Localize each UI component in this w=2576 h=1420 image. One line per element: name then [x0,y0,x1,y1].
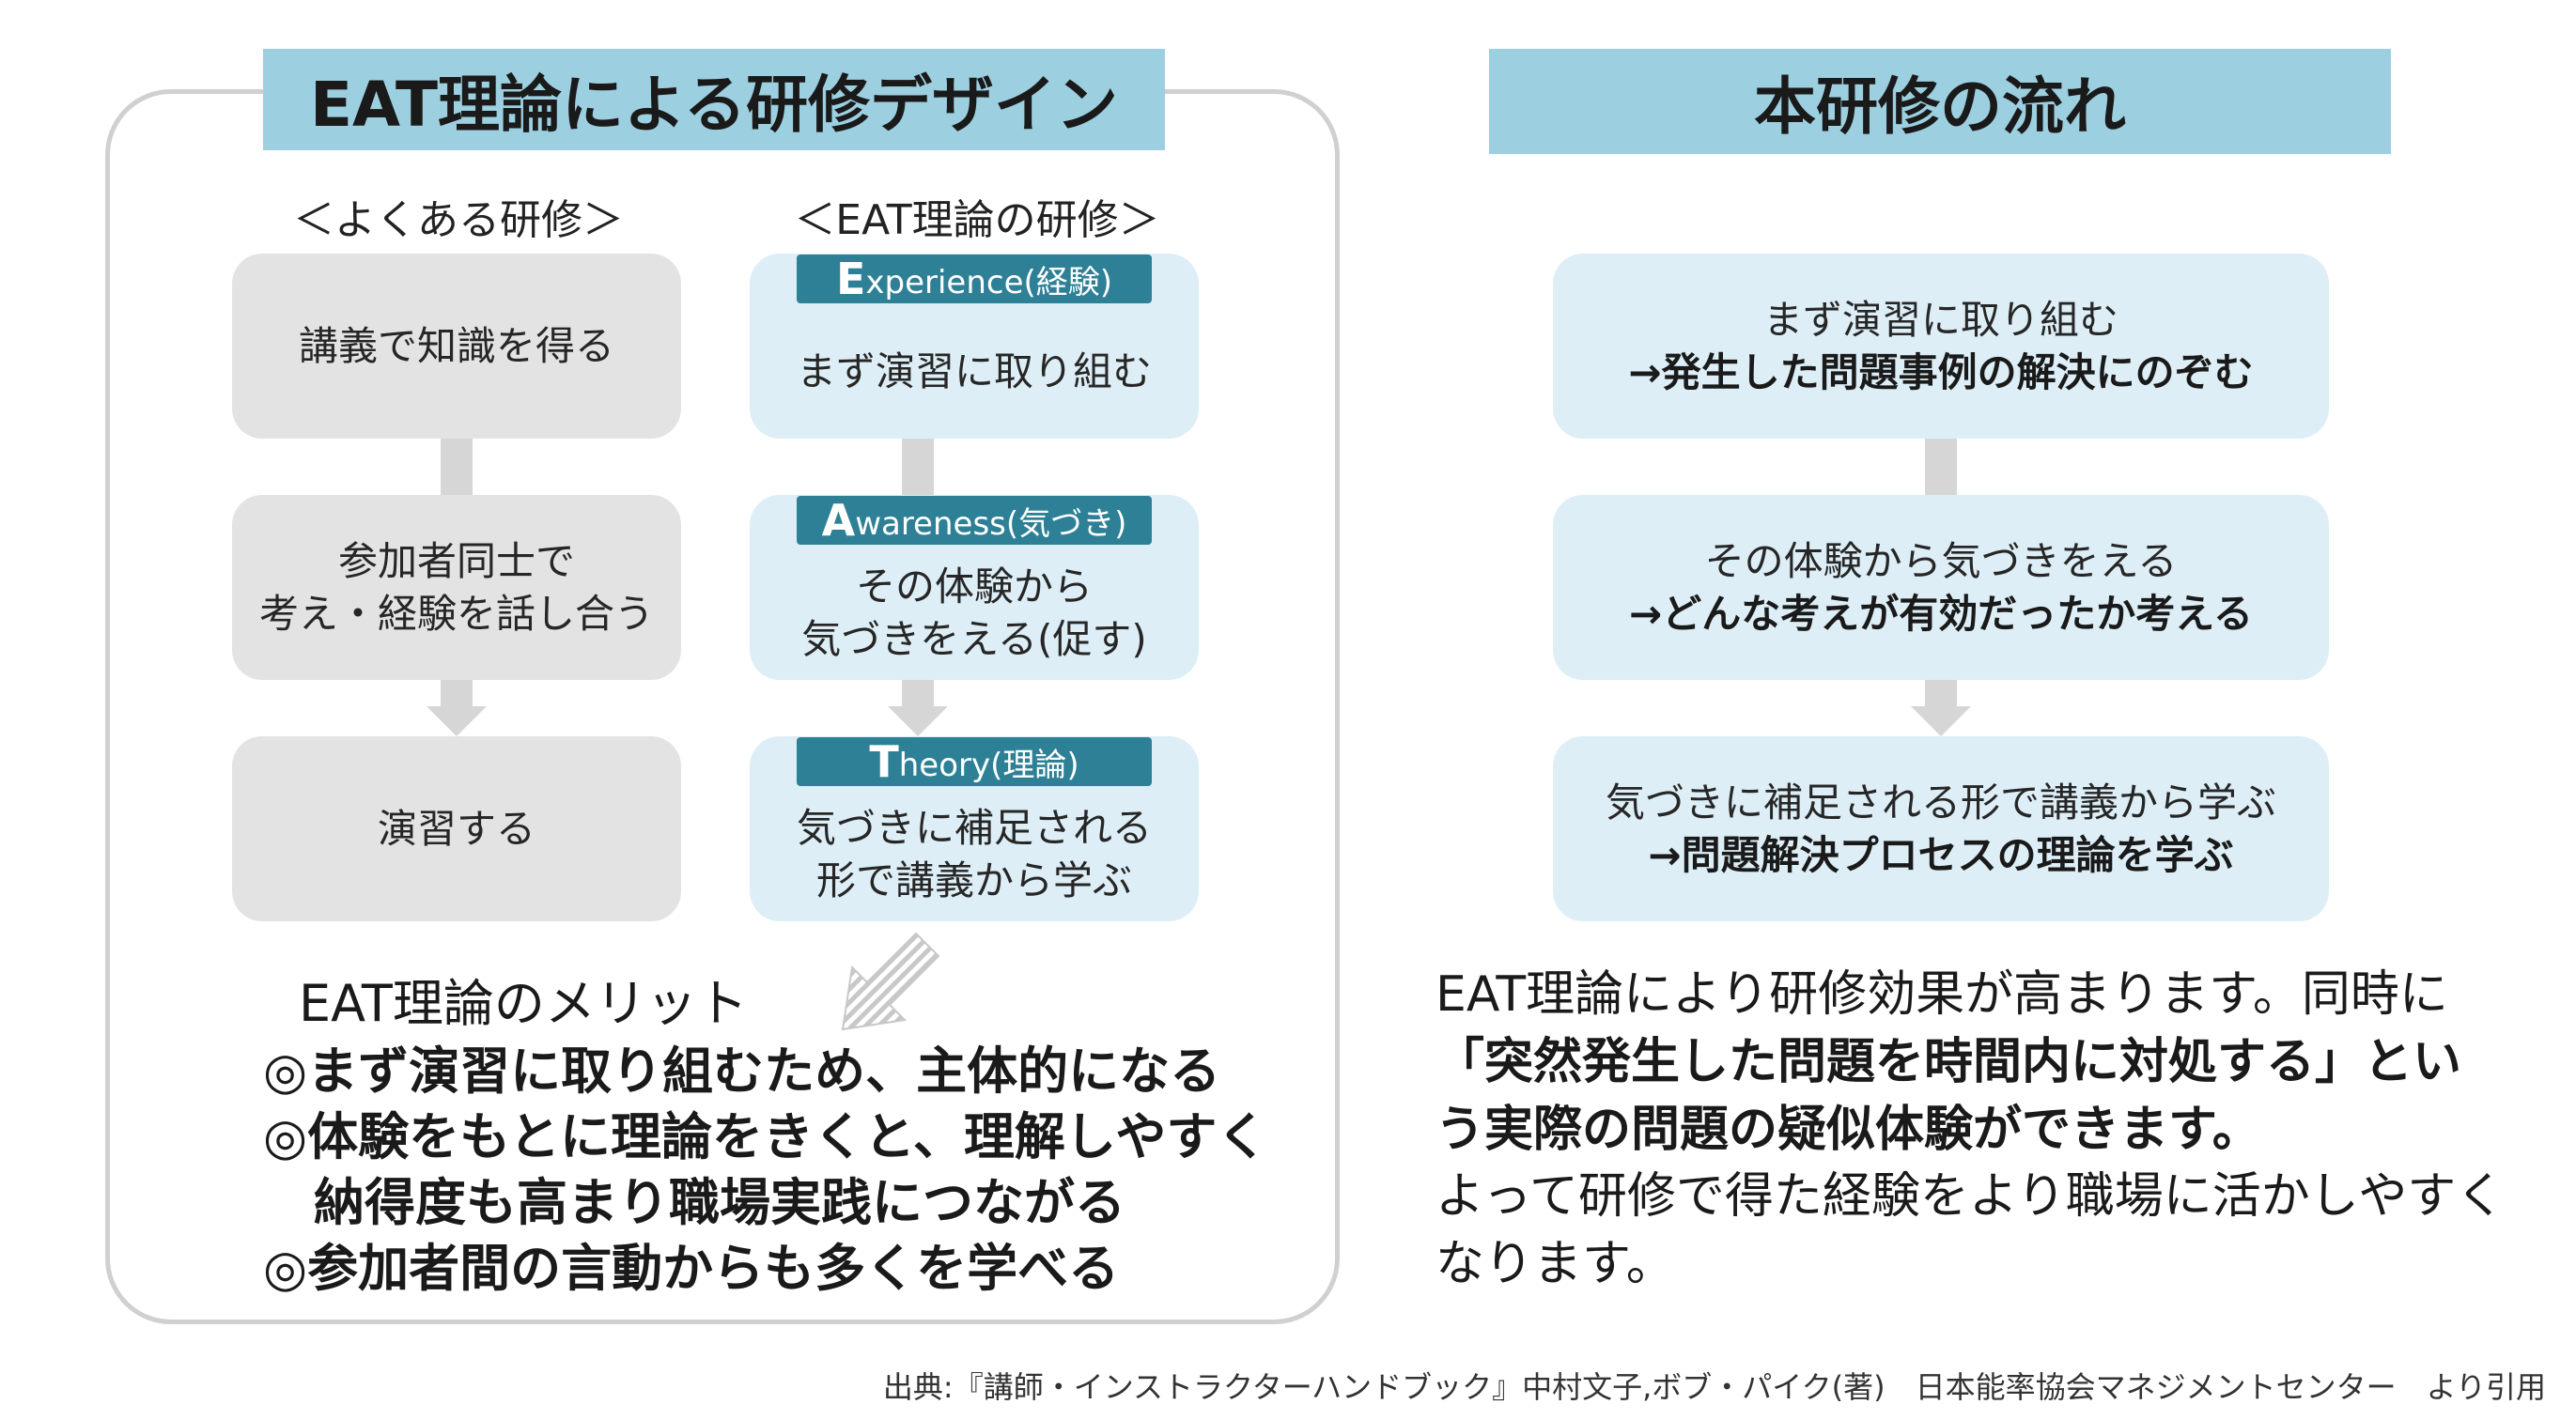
merit-item-2: ◎体験をもとに理論をきくと、理解しやすく [263,1107,1268,1166]
typical-step-exercise: 演習する [232,736,681,921]
merit-title: EAT理論のメリット [299,974,748,1033]
typical-step-discussion-line1: 参加者同士で [337,538,575,585]
merit-pointer-arrow [841,932,940,1031]
eat-connector-1 [902,437,934,495]
flow-connector-1 [1925,437,1957,495]
eat-step-theory-line1: 気づきに補足される [796,805,1152,852]
eat-step-awareness-line1: その体験から [855,563,1093,610]
typical-connector-2 [441,678,473,708]
typical-connector-1 [441,437,473,495]
flow-summary-line2: 「突然発生した問題を時間内に対処する」とい [1435,1033,2462,1090]
merit-item-1: ◎まず演習に取り組むため、主体的になる [263,1042,1221,1101]
flow-step-2-line2: →どんな考えが有効だったか考える [1629,590,2253,637]
flow-summary-line5: なります。 [1435,1236,1675,1292]
flow-step-3-line2: →問題解決プロセスの理論を学ぶ [1648,831,2234,878]
theory-tag-rest: heory(理論) [898,746,1079,784]
flow-step-2-line1: その体験から気づきをえる [1704,538,2178,585]
eat-step-awareness-line2: 気づきをえる(促す) [801,615,1147,662]
typical-arrow-down [427,706,487,736]
flow-step-1: まず演習に取り組む →発生した問題事例の解決にのぞむ [1553,254,2329,439]
flow-step-3: 気づきに補足される形で講義から学ぶ →問題解決プロセスの理論を学ぶ [1553,736,2329,921]
flow-summary: EAT理論により研修効果が高まります。同時に 「突然発生した問題を時間内に対処す… [1435,962,2525,1299]
training-flow-title-text: 本研修の流れ [1754,70,2126,143]
typical-training-header: ＜よくある研修＞ [293,196,624,244]
merit-item-2-cont: 納得度も高まり職場実践につながる [263,1173,1125,1232]
training-flow-title: 本研修の流れ [1489,49,2391,154]
typical-step-discussion: 参加者同士で 考え・経験を話し合う [232,495,681,680]
eat-design-title-text: EAT理論による研修デザイン [309,69,1119,141]
eat-step-theory-line2: 形で講義から学ぶ [815,857,1132,903]
flow-step-1-line2: →発生した問題事例の解決にのぞむ [1628,348,2254,395]
merit-item-3: ◎参加者間の言動からも多くを学べる [263,1239,1120,1298]
flow-arrow-down [1911,706,1971,736]
theory-tag-initial: T [869,736,899,787]
awareness-tag-initial: A [821,495,856,546]
flow-summary-line1: EAT理論により研修効果が高まります。同時に [1435,966,2448,1023]
experience-tag-rest: xperience(経験) [865,263,1113,301]
experience-tag-initial: E [835,254,866,304]
flow-step-1-line1: まず演習に取り組む [1762,297,2118,344]
typical-step-lecture: 講義で知識を得る [232,254,681,439]
source-citation: 出典:『講師・インストラクターハンドブック』中村文子,ボブ・パイク(著) 日本能… [882,1369,2546,1405]
flow-summary-line3: う実際の問題の疑似体験ができます。 [1435,1101,2261,1158]
flow-summary-line4: よって研修で得た経験をより職場に活かしやすく [1435,1168,2506,1226]
flow-step-2: その体験から気づきをえる →どんな考えが有効だったか考える [1553,495,2329,680]
flow-step-3-line1: 気づきに補足される形で講義から学ぶ [1605,779,2276,826]
eat-connector-2 [902,678,934,708]
typical-step-lecture-text: 講義で知識を得る [298,322,614,369]
flow-connector-2 [1925,678,1957,708]
awareness-tag-rest: wareness(気づき) [855,504,1127,543]
eat-step-experience-text: まず演習に取り組む [796,347,1152,394]
typical-step-discussion-line2: 考え・経験を話し合う [258,590,654,637]
eat-arrow-down [888,706,948,736]
eat-training-header: ＜EAT理論の研修＞ [794,196,1160,244]
typical-step-exercise-text: 演習する [377,805,535,852]
eat-design-title: EAT理論による研修デザイン [263,49,1165,150]
